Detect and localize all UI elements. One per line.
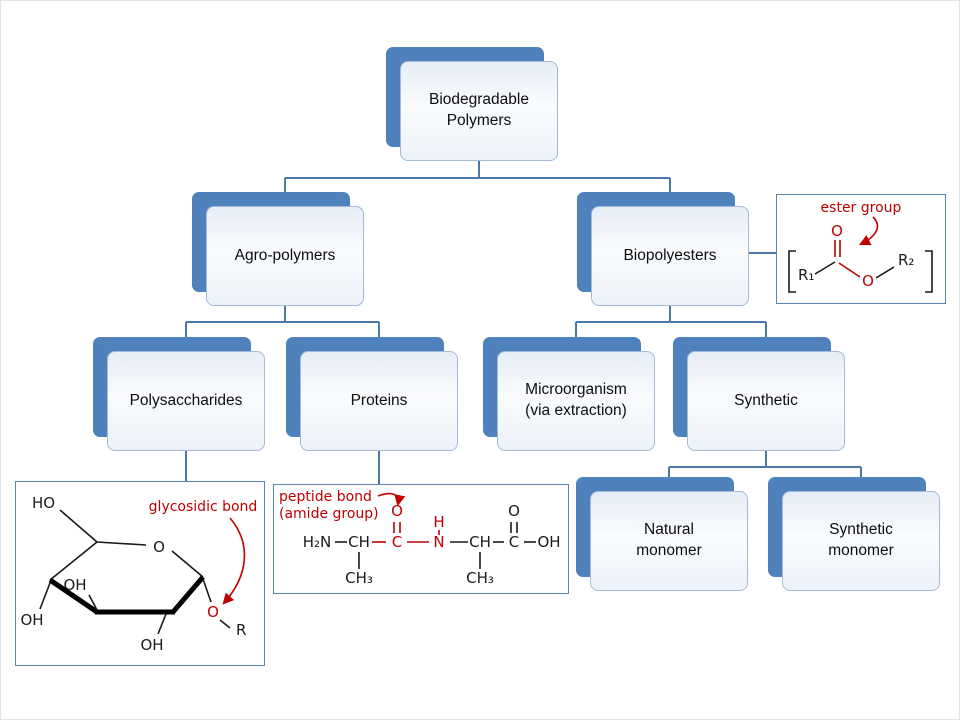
node-biopolyesters: Biopolyesters	[577, 192, 749, 306]
node-card: Agro-polymers	[206, 206, 364, 306]
peptide-title-line1: peptide bond	[279, 489, 372, 505]
node-label-natural-monomer: Natural monomer	[636, 521, 702, 559]
node-label-agro-polymers: Agro-polymers	[234, 246, 336, 264]
node-proteins: Proteins	[286, 337, 458, 451]
node-synthetic-monomer: Synthetic monomer	[768, 477, 940, 591]
glycosidic-arrow	[222, 517, 246, 605]
glycosidic-bond-annotation: glycosidic bond HO O OH OH OH O	[15, 481, 265, 666]
peptide-ch-b-label: CH	[469, 533, 491, 551]
glucose-oh-a-label: OH	[63, 576, 86, 594]
glucose-r-label: R	[236, 621, 246, 639]
node-label-polysaccharides: Polysaccharides	[129, 391, 243, 409]
node-card: Microorganism (via extraction)	[497, 351, 655, 451]
peptide-bonds	[335, 522, 536, 569]
peptide-title-line2: (amide group)	[279, 506, 379, 522]
node-card: Synthetic monomer	[782, 491, 940, 591]
peptide-n-label: N	[433, 533, 444, 551]
node-polysaccharides: Polysaccharides	[93, 337, 265, 451]
node-card: Synthetic	[687, 351, 845, 451]
bracket-right	[925, 250, 933, 293]
node-synthetic: Synthetic	[673, 337, 845, 451]
node-root: Biodegradable Polymers	[386, 47, 558, 161]
node-agro-polymers: Agro-polymers	[192, 192, 364, 306]
node-natural-monomer: Natural monomer	[576, 477, 748, 591]
peptide-o-a-label: O	[391, 502, 403, 520]
ester-structure: ester group R₁ O O R₂	[788, 200, 933, 293]
glucose-oh-c-label: OH	[140, 636, 163, 654]
glucose-oh-b-label: OH	[20, 611, 43, 629]
ester-bonds	[814, 240, 895, 279]
node-card: Polysaccharides	[107, 351, 265, 451]
peptide-bond-annotation: peptide bond (amide group) H₂N CH C	[273, 484, 569, 594]
ester-arrow	[858, 216, 879, 246]
node-label-biopolyesters: Biopolyesters	[623, 246, 717, 264]
glucose-ho-label: HO	[32, 494, 55, 512]
node-label-root: Biodegradable Polymers	[429, 91, 529, 129]
peptide-o-b-label: O	[508, 502, 520, 520]
ester-linkage-o-label: O	[862, 272, 874, 290]
peptide-c-b-label: C	[509, 533, 519, 551]
glucose-glycosidic-o-label: O	[207, 603, 219, 621]
node-card: Proteins	[300, 351, 458, 451]
peptide-ch-a-label: CH	[348, 533, 370, 551]
peptide-oh-label: OH	[537, 533, 560, 551]
node-card: Biodegradable Polymers	[400, 61, 558, 161]
ester-title: ester group	[821, 200, 902, 216]
ester-r1-label: R₁	[798, 266, 814, 284]
glucose-ring-bonds	[39, 509, 231, 635]
peptide-arrow	[377, 492, 406, 507]
node-label-microorganism: Microorganism (via extraction)	[525, 381, 627, 419]
glucose-ring-o-label: O	[153, 538, 165, 556]
peptide-c-a-label: C	[392, 533, 402, 551]
peptide-ch3-b-label: CH₃	[466, 569, 494, 587]
glucose-structure: glycosidic bond HO O OH OH OH O	[20, 494, 258, 654]
node-microorganism: Microorganism (via extraction)	[483, 337, 655, 451]
peptide-h-label: H	[433, 513, 444, 531]
node-card: Biopolyesters	[591, 206, 749, 306]
ester-group-annotation: ester group R₁ O O R₂	[776, 194, 946, 304]
bracket-left	[788, 250, 796, 293]
node-label-synthetic: Synthetic	[734, 391, 798, 409]
peptide-structure: peptide bond (amide group) H₂N CH C	[279, 489, 561, 587]
ester-r2-label: R₂	[898, 251, 914, 269]
node-label-proteins: Proteins	[350, 391, 408, 409]
node-card: Natural monomer	[590, 491, 748, 591]
peptide-ch3-a-label: CH₃	[345, 569, 373, 587]
ester-carbonyl-o-label: O	[831, 222, 843, 240]
node-label-synthetic-monomer: Synthetic monomer	[828, 521, 894, 559]
peptide-h2n-label: H₂N	[303, 533, 332, 551]
glucose-title: glycosidic bond	[149, 499, 258, 515]
